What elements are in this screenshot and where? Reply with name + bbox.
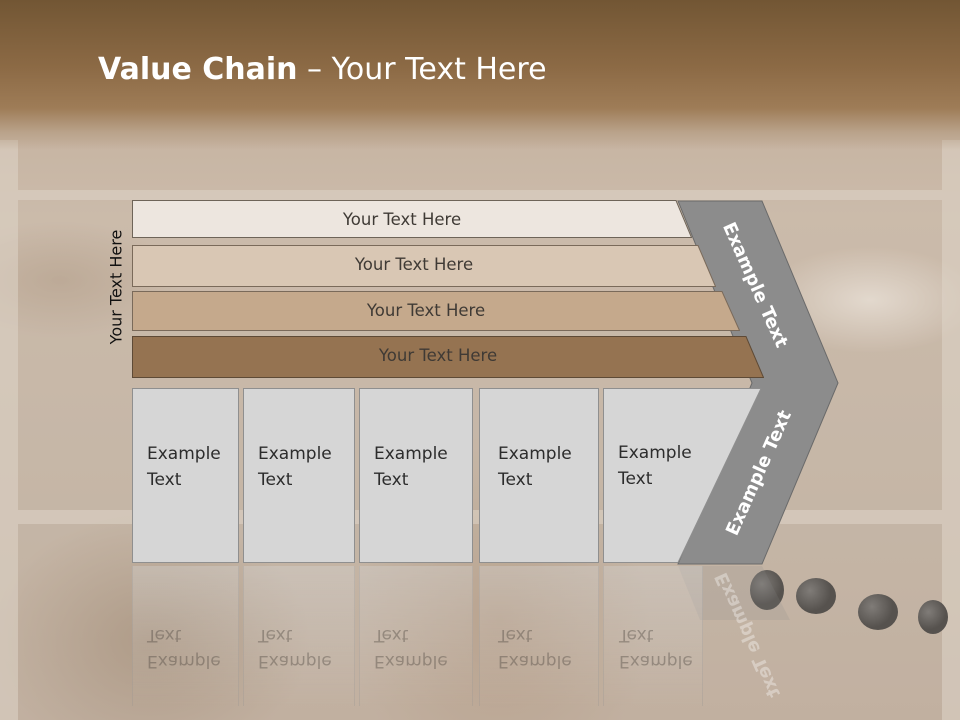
chain-bar-label: Your Text Here (378, 345, 498, 365)
chain-bar-label: Your Text Here (366, 300, 486, 320)
chain-bar-4: Your Text Here (132, 336, 764, 378)
hot-stone-image (796, 578, 836, 614)
chain-bar-label: Your Text Here (354, 254, 474, 274)
background-divider (942, 140, 960, 720)
title-bold: Value Chain (98, 52, 298, 87)
chain-bar-label: Your Text Here (342, 209, 462, 229)
background-divider (0, 140, 18, 720)
hot-stone-image (750, 570, 784, 610)
title-regular: – Your Text Here (297, 52, 547, 87)
chain-bar-2: Your Text Here (132, 245, 716, 287)
chevron-reflection (678, 566, 790, 620)
example-box-5-shape (603, 388, 762, 563)
chain-bar-3: Your Text Here (132, 291, 740, 331)
hot-stone-image (858, 594, 898, 630)
slide-title: Value Chain – Your Text Here (98, 52, 547, 87)
chain-bar-1: Your Text Here (132, 200, 692, 238)
background-divider (18, 190, 942, 200)
title-banner: Value Chain – Your Text Here (0, 0, 960, 150)
hot-stone-image (918, 600, 948, 634)
